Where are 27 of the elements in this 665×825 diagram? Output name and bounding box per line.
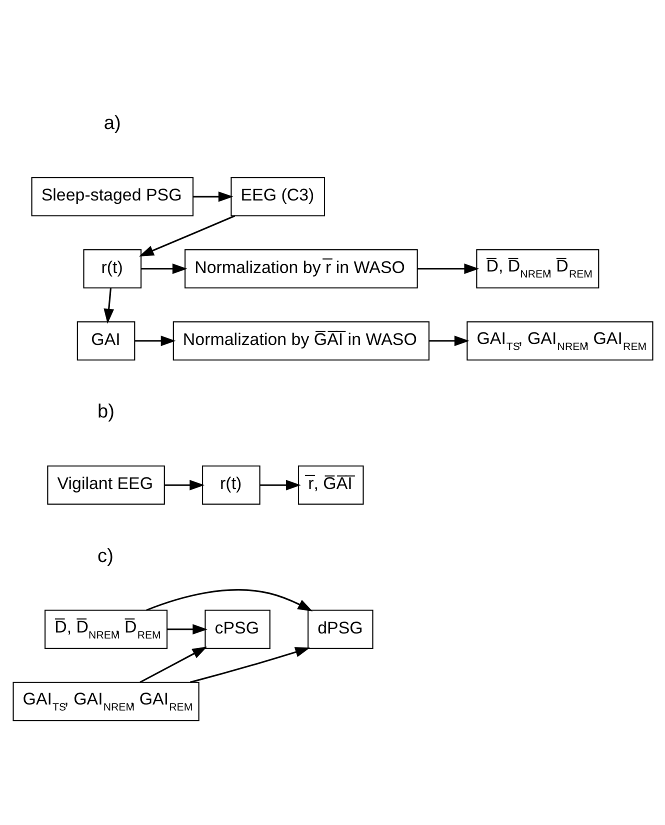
arrow xyxy=(164,479,204,490)
arrow xyxy=(192,190,233,202)
arrow xyxy=(103,288,114,324)
arrow xyxy=(428,335,469,346)
node-box: Normalization by G̅A̅I̅ in WASO xyxy=(172,320,429,360)
node-box: Vigilant EEG xyxy=(46,465,164,504)
arrow xyxy=(146,588,312,611)
arrow xyxy=(417,263,479,274)
label: c) xyxy=(97,545,113,566)
label: b) xyxy=(97,401,114,422)
node-box: r(t) xyxy=(82,248,142,288)
arrow xyxy=(140,263,187,274)
arrow xyxy=(189,646,310,683)
label: a) xyxy=(103,112,120,134)
arrow xyxy=(138,214,235,256)
node-box: Sleep-staged PSG xyxy=(30,176,194,216)
node-box: GAI xyxy=(76,320,135,360)
node-box: dPSG xyxy=(307,609,373,648)
node-box: Normalization by r̅ in WASO xyxy=(184,248,418,288)
arrow xyxy=(260,479,300,490)
node-box: r̅, G̅A̅I̅ xyxy=(298,465,364,504)
node-box: cPSG xyxy=(204,609,270,648)
node-box: EEG (C3) xyxy=(230,176,325,216)
arrow xyxy=(166,624,208,634)
arrow xyxy=(139,646,207,683)
arrow xyxy=(134,335,176,346)
node-box: r(t) xyxy=(202,465,260,504)
